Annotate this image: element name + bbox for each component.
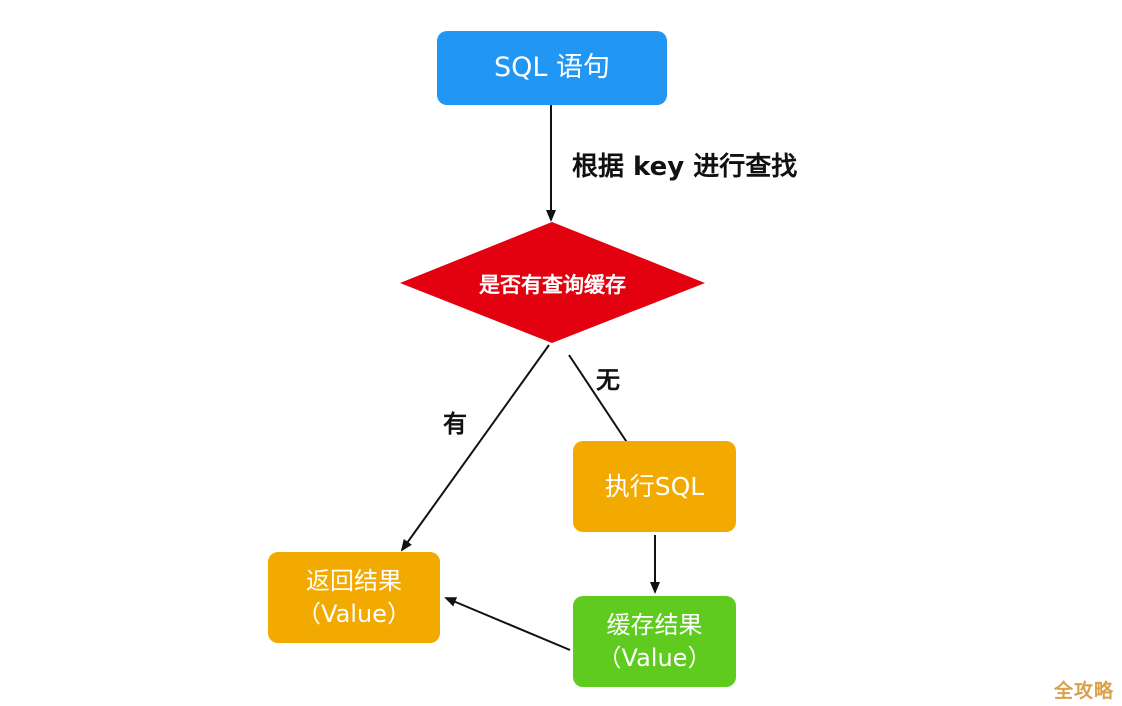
sql-statement-label: SQL 语句 (493, 51, 610, 83)
edge-label-lookup-by-key: 根据 key 进行查找 (572, 152, 798, 182)
arrow-cache-to-return (444, 597, 571, 651)
arrow-decision-to-return (400, 344, 550, 552)
cache-result-node: 缓存结果 （Value） (573, 596, 736, 687)
execute-sql-label: 执行SQL (604, 471, 705, 501)
sql-statement-node: SQL 语句 (437, 31, 667, 105)
return-result-value-label: （Value） (297, 599, 411, 628)
execute-sql-node: 执行SQL (573, 441, 736, 532)
edge-label-no-cache: 无 (596, 366, 620, 394)
cache-result-label: 缓存结果 (606, 611, 703, 640)
edge-label-has-cache: 有 (443, 410, 467, 438)
decision-diamond (400, 222, 705, 343)
decision-label: 是否有查询缓存 (479, 273, 626, 297)
cache-result-value-label: （Value） (597, 643, 712, 672)
return-result-node: 返回结果 （Value） (268, 552, 440, 643)
watermark: 全攻略 (1054, 680, 1115, 702)
arrow-decision-to-execute (568, 354, 636, 455)
return-result-label: 返回结果 (306, 567, 402, 596)
